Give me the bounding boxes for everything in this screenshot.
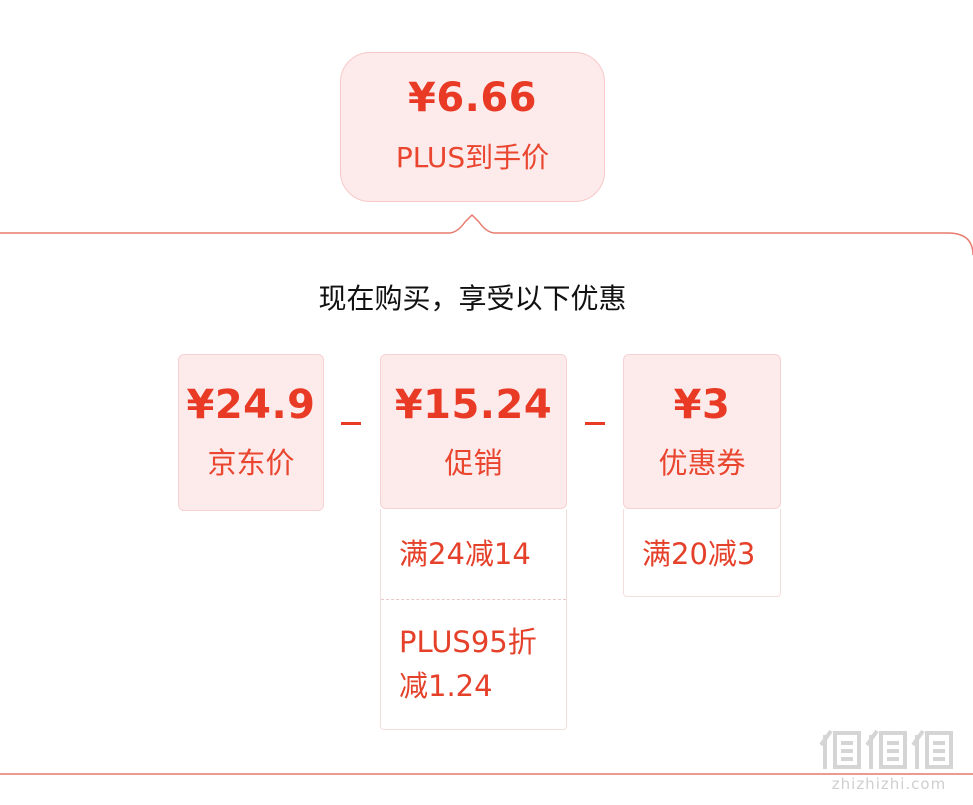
promotion-label: 促销 xyxy=(444,446,503,480)
coupon-detail-item: 满20减3 xyxy=(642,537,756,571)
plus-price-card: ¥6.66 PLUS到手价 xyxy=(340,52,605,202)
promotion-amount: ¥15.24 xyxy=(394,382,553,428)
coupon-amount: ¥3 xyxy=(673,382,731,428)
coupon-card: ¥3 优惠券 xyxy=(623,354,781,509)
promotion-detail-item: PLUS95折减1.24 xyxy=(399,625,537,703)
minus-sign xyxy=(341,422,361,425)
promotion-detail-item: 满24减14 xyxy=(381,509,566,600)
coupon-details: 满20减3 xyxy=(623,509,781,597)
minus-sign xyxy=(585,422,605,425)
jd-price-card: ¥24.9 京东价 xyxy=(178,354,324,511)
jd-price-amount: ¥24.9 xyxy=(186,382,316,428)
site-watermark: zhizhizhi.com xyxy=(815,725,963,797)
promotion-card: ¥15.24 促销 xyxy=(380,354,567,509)
jd-price-label: 京东价 xyxy=(207,446,295,480)
plus-price-label: PLUS到手价 xyxy=(395,141,550,174)
promotion-details: 满24减14 PLUS95折减1.24 xyxy=(380,509,567,730)
coupon-label: 优惠券 xyxy=(658,446,746,480)
watermark-text: zhizhizhi.com xyxy=(831,775,947,793)
discount-section-title: 现在购买，享受以下优惠 xyxy=(318,282,627,315)
plus-price-amount: ¥6.66 xyxy=(407,75,538,121)
watermark-logo-icon xyxy=(819,729,953,769)
